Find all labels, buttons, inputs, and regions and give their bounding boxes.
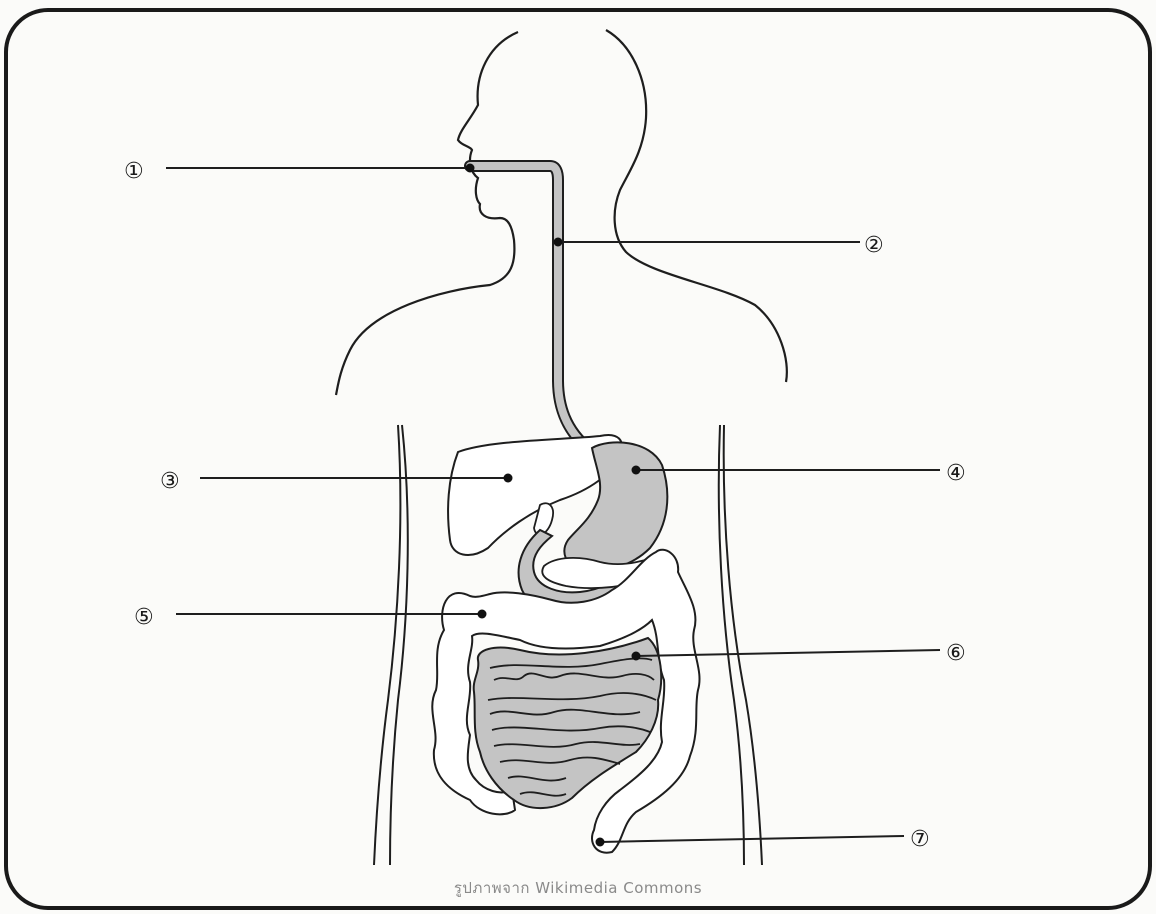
pointer-4 bbox=[632, 466, 941, 475]
body-outline-back-head bbox=[606, 30, 787, 382]
label-6: ⑥ bbox=[946, 641, 966, 666]
pointer-5 bbox=[176, 610, 487, 619]
esophagus bbox=[470, 166, 590, 450]
torso-left-side bbox=[374, 425, 400, 865]
label-4: ④ bbox=[946, 461, 966, 486]
torso-left-side-inner bbox=[390, 425, 408, 865]
pointer-1 bbox=[166, 164, 475, 173]
image-credit: รูปภาพจาก Wikimedia Commons bbox=[0, 876, 1156, 900]
body-outline-head bbox=[336, 32, 518, 395]
esophagus-inner bbox=[470, 166, 590, 450]
pointer-7 bbox=[596, 836, 905, 847]
torso-right-side bbox=[719, 425, 744, 865]
label-1: ① bbox=[124, 159, 144, 184]
label-3: ③ bbox=[160, 469, 180, 494]
label-2: ② bbox=[864, 233, 884, 258]
label-5: ⑤ bbox=[134, 605, 154, 630]
pointer-2 bbox=[554, 238, 861, 247]
label-7: ⑦ bbox=[910, 827, 930, 852]
